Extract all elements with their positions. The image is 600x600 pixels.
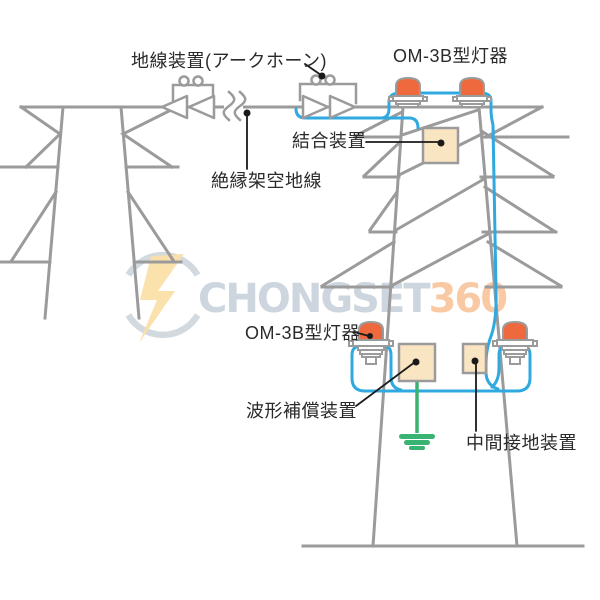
- label-pointers: [243, 63, 479, 432]
- left-tower: [0, 104, 183, 320]
- label-waveform-compensation-device: 波形補償装置: [246, 401, 357, 421]
- right-tower-arms-right: [479, 104, 570, 289]
- cable-bottom-loop: [350, 344, 532, 393]
- label-lamp-bottom: OM-3B型灯器: [245, 323, 361, 343]
- left-tower-arms-upper: [0, 104, 180, 170]
- arc-horn-device-right: [298, 74, 358, 120]
- arc-horn-device-left: [160, 75, 216, 120]
- grounding-conductor: [399, 381, 435, 450]
- right-tower-arms-left: [319, 109, 405, 289]
- wire-break-symbol: [222, 90, 247, 122]
- cable-tap-to-coupling-box: [294, 107, 420, 130]
- label-intermediate-grounding-device: 中間接地装置: [466, 433, 577, 453]
- cable-bottom-left-riser: [383, 344, 403, 392]
- label-ground-wire-device: 地線装置(アークホーン): [131, 51, 328, 71]
- right-tower-legs: [371, 105, 519, 548]
- label-coupling-device: 結合装置: [292, 131, 366, 151]
- label-lamp-top: OM-3B型灯器: [393, 46, 509, 66]
- left-tower-arms-lower: [0, 189, 183, 264]
- right-tower: [319, 104, 570, 548]
- label-insulated-overhead-ground-wire: 絶縁架空地線: [211, 171, 322, 191]
- coupling-device-box: [421, 126, 460, 165]
- left-tower-legs: [43, 105, 141, 320]
- lightning-bolt-icon: [139, 254, 184, 343]
